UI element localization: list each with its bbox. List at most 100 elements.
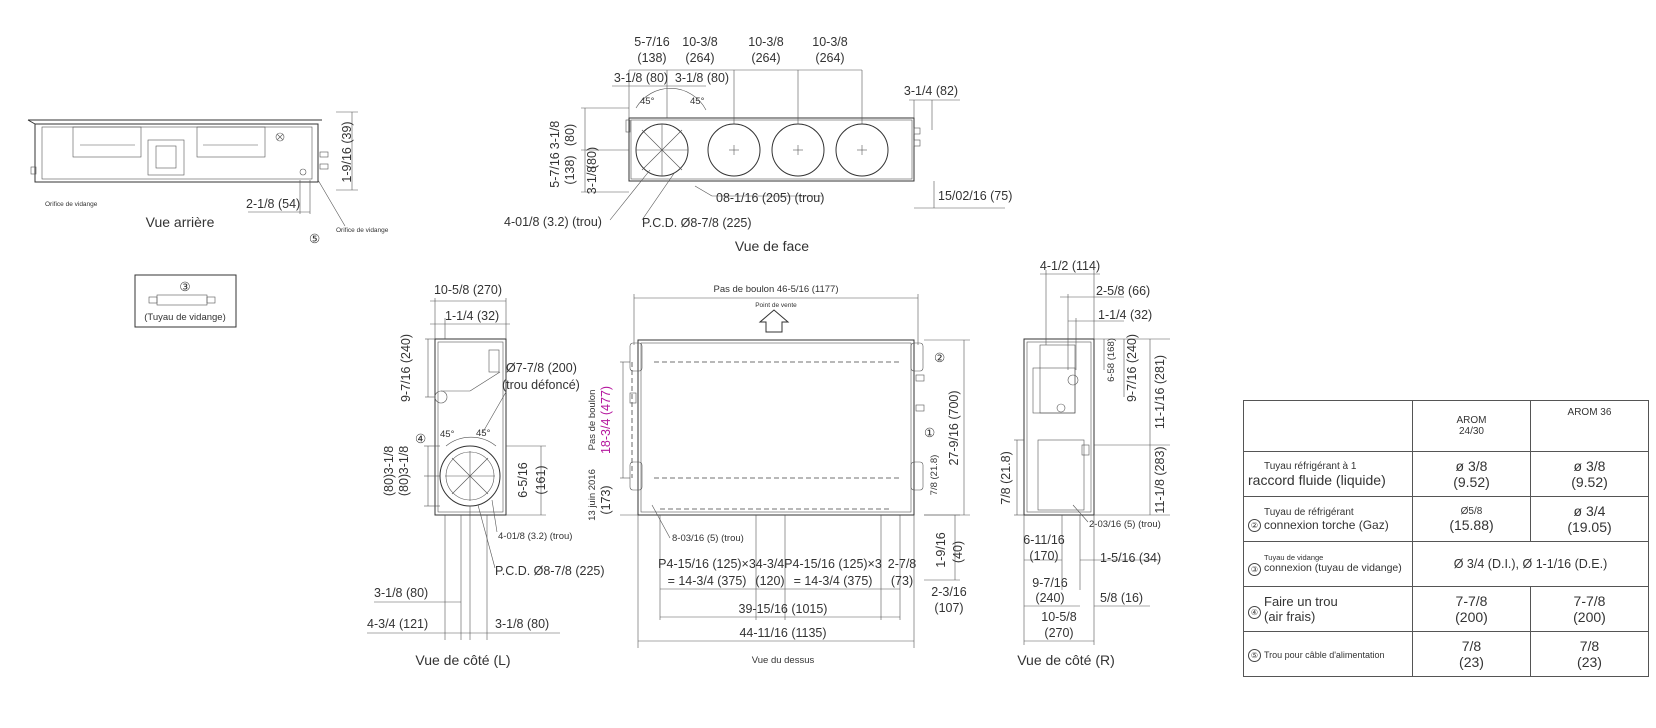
side-l-bot2: 4-3/4 (121) — [367, 617, 428, 631]
side-r-b2: 1-5/16 (34) — [1100, 551, 1161, 565]
spec-header-arom2430-b: 24/30 — [1458, 426, 1484, 437]
top-seg4b: (73) — [891, 574, 913, 588]
top-seg1a: P4-15/16 (125)×3 — [658, 557, 756, 571]
row-v1b: (15.88) — [1449, 516, 1494, 533]
front-dim-6: 10-3/8 — [812, 35, 847, 49]
row-v2b: (200) — [1573, 609, 1606, 625]
row-label-l2: connexion (tuyau de vidange) — [1264, 561, 1402, 574]
side-r-left: 7/8 (21.8) — [999, 451, 1013, 505]
top-view: Point de vente Pas de boulon 46-5/16 (11… — [587, 284, 970, 666]
front-dim-7: (264) — [815, 51, 844, 65]
side-r-b3a: 9-7/16 — [1032, 576, 1067, 590]
top-seg2b: (120) — [755, 574, 784, 588]
side-r-title: Vue de côté (R) — [1017, 652, 1115, 668]
front-dim-3: (264) — [685, 51, 714, 65]
side-r-hole: 2-03/16 (5) (trou) — [1089, 519, 1161, 530]
row-value-1: 7-7/8(200) — [1412, 586, 1531, 632]
row-value-2: 7-7/8(200) — [1529, 586, 1650, 632]
side-l-title: Vue de côté (L) — [415, 652, 510, 668]
front-left-v3: 3-1/8 — [585, 166, 599, 195]
front-angle-2: 45° — [690, 96, 705, 107]
row-v1b: (9.52) — [1453, 474, 1490, 490]
front-view: 5-7/16 (138) 10-3/8 (264) 10-3/8 (264) 1… — [504, 35, 1012, 254]
front-left-v1: 3-1/8 — [548, 121, 562, 150]
row-value-2: ø 3/4(19.05) — [1529, 496, 1650, 542]
row-label-l2: (air frais) — [1264, 609, 1316, 624]
front-angle-1: 45° — [640, 96, 655, 107]
row-value-2: 7/8(23) — [1529, 631, 1650, 677]
side-l-pcd: P.C.D. Ø8-7/8 (225) — [495, 564, 605, 578]
row-num: ② — [1248, 518, 1261, 532]
row-value-1: ø 3/8(9.52) — [1412, 451, 1531, 497]
side-l-top2: 1-1/4 (32) — [445, 309, 499, 323]
front-left-v3b: (80) — [585, 147, 599, 169]
side-r-b1a: 6-11/16 — [1023, 533, 1065, 547]
top-m1: ① — [924, 426, 935, 440]
front-view-title: Vue de face — [735, 238, 809, 254]
side-r-v2: 9-7/16 (240) — [1125, 334, 1139, 402]
top-left-date: 13 juin 2016 — [587, 469, 598, 521]
front-pcd: P.C.D. Ø8-7/8 (225) — [642, 216, 752, 230]
top-vent: Point de vente — [755, 302, 797, 309]
row-v2a: ø 3/8 — [1573, 458, 1606, 474]
row-label-l2: raccord fluide (liquide) — [1248, 471, 1386, 488]
row-label-l1: Tuyau de vidange — [1264, 552, 1324, 562]
drain-pipe-marker: ③ — [179, 280, 190, 294]
front-dim-314: 3-1/4 (82) — [904, 84, 958, 98]
top-r-b: (40) — [951, 541, 965, 563]
row-label-l1: Faire un trou — [1264, 594, 1338, 609]
front-dim-2: 10-3/8 — [682, 35, 717, 49]
top-seg3a: P4-15/16 (125)×3 — [784, 557, 882, 571]
side-l-bot3: 3-1/8 (80) — [495, 617, 549, 631]
side-r-t1: 4-1/2 (114) — [1040, 259, 1100, 273]
row-num: ④ — [1248, 606, 1261, 619]
top-r-a: 1-9/16 — [934, 532, 948, 567]
row-label-l1: Trou pour câble d'alimentation — [1264, 650, 1385, 660]
row-v2b: (9.52) — [1571, 474, 1608, 490]
top-left-dim: 18-3/4 (477) — [599, 386, 613, 454]
rear-marker: ⑤ — [309, 232, 320, 246]
side-l-left3a: 3-1/8 — [397, 446, 411, 475]
side-l-angle1: 45° — [440, 429, 455, 440]
top-left-label: Pas de boulon — [587, 390, 598, 451]
side-r-t2: 2-5/8 (66) — [1096, 284, 1150, 298]
row-num: ③ — [1248, 562, 1261, 576]
side-l-hole-small: 4-01/8 (3.2) (trou) — [498, 531, 572, 542]
front-left-v2b: (138) — [563, 155, 577, 184]
front-left-v2: 5-7/16 — [548, 152, 562, 187]
side-r-b1b: (170) — [1029, 549, 1058, 563]
top-seg1b: = 14-3/4 (375) — [668, 574, 747, 588]
row-v2b: (23) — [1577, 654, 1602, 670]
side-l-hole: Ø7-7/8 (200) — [506, 361, 577, 375]
row-v2a: ø 3/4 — [1573, 503, 1606, 519]
side-view-right: 4-1/2 (114) 2-5/8 (66) 1-1/4 (32) 6-58 (… — [999, 259, 1170, 668]
side-l-bot1: 3-1/8 (80) — [374, 586, 428, 600]
front-dim-4: 10-3/8 — [748, 35, 783, 49]
side-l-hole2: (trou défoncé) — [502, 378, 580, 392]
top-total2: 44-11/16 (1135) — [739, 626, 826, 640]
rear-view-title: Vue arrière — [146, 214, 215, 230]
side-l-left2a: 3-1/8 — [382, 446, 396, 475]
side-l-left1: 9-7/16 (240) — [399, 334, 413, 402]
row-v2a: 7/8 — [1579, 638, 1600, 654]
row-num: ⑤ — [1248, 649, 1261, 662]
rear-dim-bottom: 2-1/8 (54) — [246, 197, 300, 211]
front-dim-3180b: 3-1/8 (80) — [675, 71, 729, 85]
row-label-l1: Tuyau de réfrigérant — [1264, 506, 1354, 518]
drain-label-right: Orifice de vidange — [336, 227, 389, 234]
row-v1b: (200) — [1455, 609, 1488, 625]
side-r-b3b: (240) — [1035, 591, 1064, 605]
row-v1b: (23) — [1459, 654, 1484, 670]
